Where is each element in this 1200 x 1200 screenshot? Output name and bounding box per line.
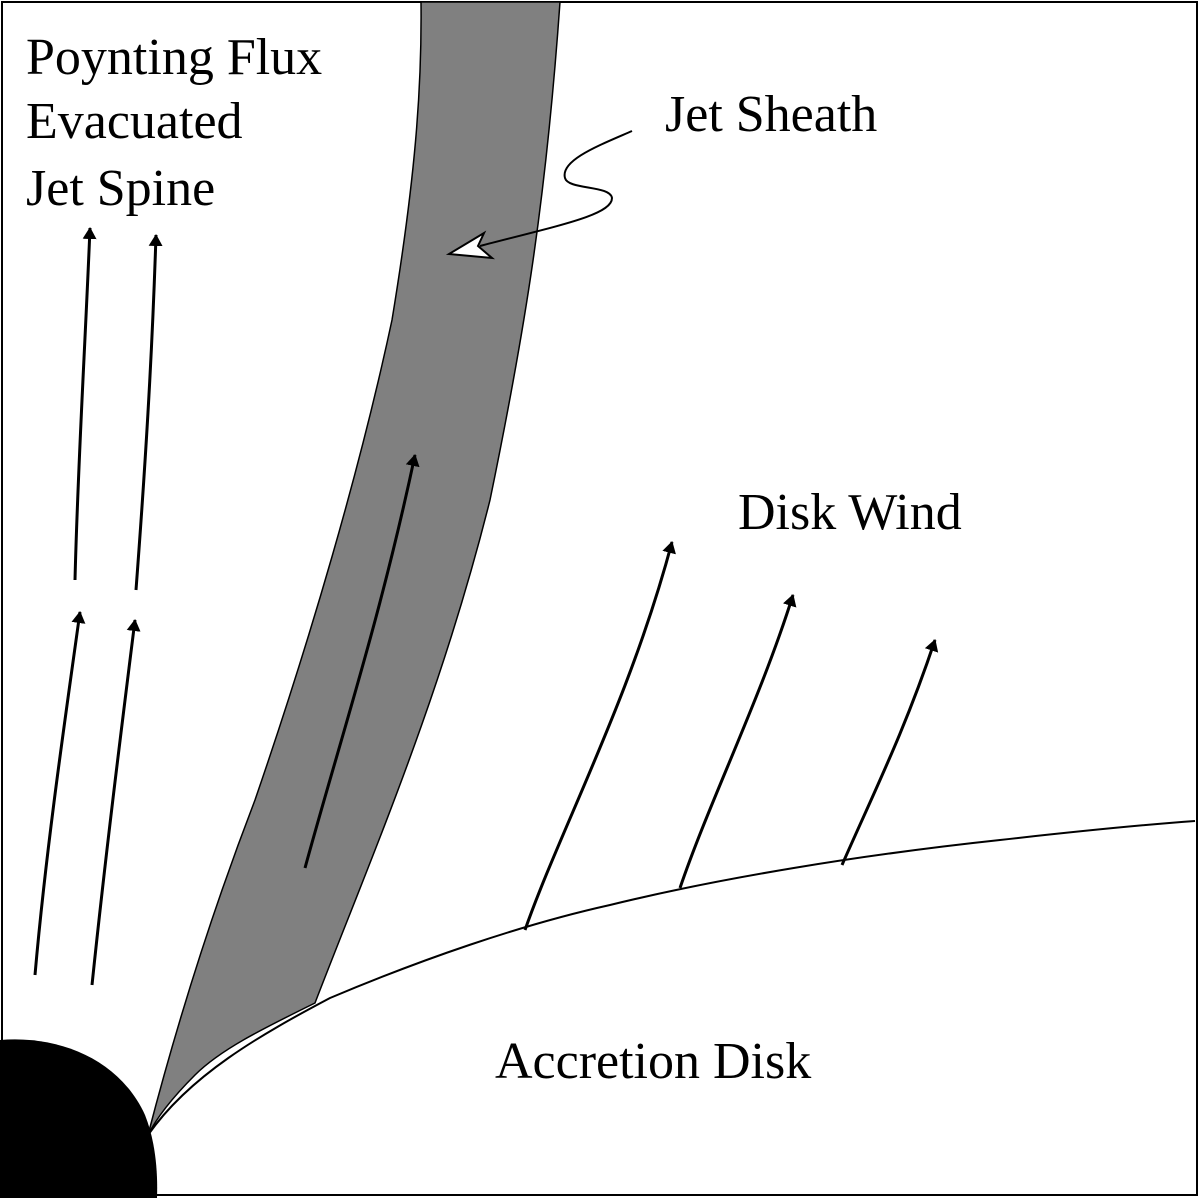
disk-wind-label: Disk Wind bbox=[738, 484, 962, 541]
disk-wind-arrow-1 bbox=[523, 541, 676, 931]
jet-sheath-label: Jet Sheath bbox=[665, 86, 877, 143]
spine-label-line2: Evacuated bbox=[26, 93, 243, 150]
sheath-flow-arrow bbox=[303, 454, 420, 869]
spine-label-line1: Poynting Flux bbox=[26, 29, 322, 86]
spine-arrow-lower-left bbox=[33, 611, 86, 976]
disk-wind-arrow-2 bbox=[678, 594, 797, 889]
spine-arrow-upper-left bbox=[73, 227, 97, 581]
black-hole bbox=[0, 1039, 158, 1198]
sheath-pointer-line bbox=[479, 130, 633, 247]
spine-arrow-lower-right bbox=[90, 619, 141, 986]
jet-sheath bbox=[147, 1, 561, 1136]
disk-wind-arrow-3 bbox=[840, 639, 939, 866]
accretion-disk-surface bbox=[147, 820, 1196, 1136]
spine-label-line3: Jet Spine bbox=[26, 160, 215, 217]
spine-arrow-upper-right bbox=[134, 234, 163, 591]
accretion-disk-label: Accretion Disk bbox=[495, 1033, 811, 1090]
sheath-pointer-arrowhead bbox=[445, 230, 496, 260]
